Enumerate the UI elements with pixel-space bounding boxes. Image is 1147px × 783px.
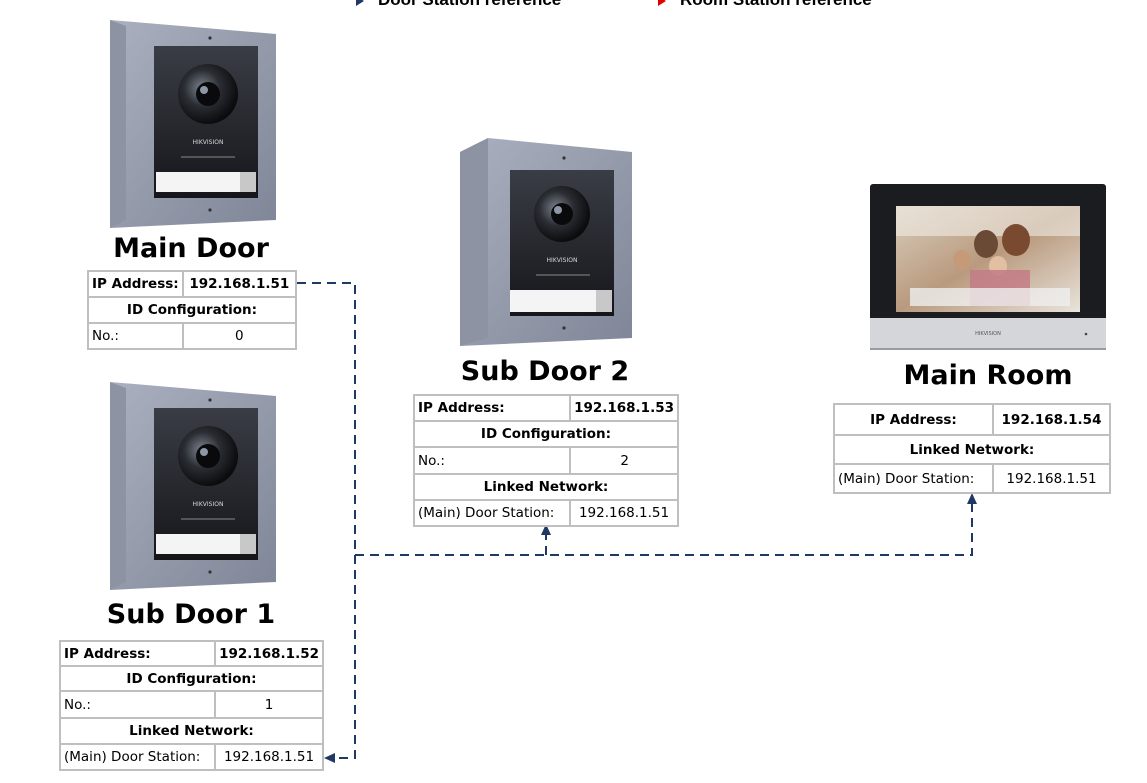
- main-door-station-label: (Main) Door Station:: [833, 463, 994, 494]
- legend-room-station-label: Room Station reference: [680, 0, 872, 9]
- main-door-table: IP Address: 192.168.1.51 ID Configuratio…: [87, 270, 298, 350]
- sub-door-2-device: HIKVISION: [458, 138, 634, 350]
- link-main-door: [297, 282, 356, 759]
- sub-door-2-title: Sub Door 2: [460, 356, 630, 387]
- main-room-device: HIKVISION: [870, 184, 1106, 352]
- main-door-title: Main Door: [113, 233, 269, 264]
- svg-text:HIKVISION: HIKVISION: [547, 257, 578, 264]
- sub-door-1-device: HIKVISION: [106, 382, 278, 592]
- link-bus: [355, 502, 973, 556]
- linked-network-label: Linked Network:: [59, 717, 324, 745]
- main-door-station-label: (Main) Door Station:: [58, 743, 217, 771]
- no-value: 0: [181, 322, 298, 350]
- ip-label: IP Address:: [833, 403, 994, 436]
- sub-door-1-table: IP Address: 192.168.1.52 ID Configuratio…: [58, 640, 324, 771]
- legend-door-station: Door Station reference: [356, 0, 561, 9]
- legend-room-station: Room Station reference: [658, 0, 872, 9]
- ip-label: IP Address:: [412, 394, 572, 422]
- id-config-label: ID Configuration:: [413, 420, 679, 448]
- linked-network-label: Linked Network:: [833, 434, 1111, 465]
- main-room-title: Main Room: [903, 360, 1073, 391]
- arrowhead-sub-door-1: [324, 753, 335, 763]
- no-value: 1: [214, 690, 324, 719]
- svg-text:HIKVISION: HIKVISION: [193, 501, 224, 508]
- svg-text:HIKVISION: HIKVISION: [975, 331, 1001, 337]
- legend-arrow-icon: [356, 0, 364, 6]
- sub-door-2-table: IP Address: 192.168.1.53 ID Configuratio…: [412, 394, 679, 527]
- id-config-label: ID Configuration:: [87, 296, 297, 324]
- svg-text:HIKVISION: HIKVISION: [193, 139, 224, 146]
- ip-value: 192.168.1.51: [181, 270, 298, 298]
- main-room-table: IP Address: 192.168.1.54 Linked Network:…: [833, 403, 1111, 494]
- main-door-station-value: 192.168.1.51: [569, 499, 679, 527]
- ip-value: 192.168.1.53: [569, 394, 679, 422]
- no-value: 2: [569, 446, 679, 475]
- main-door-station-label: (Main) Door Station:: [412, 499, 572, 527]
- main-door-device: HIKVISION: [106, 20, 278, 230]
- main-door-station-value: 192.168.1.51: [214, 743, 324, 771]
- ip-value: 192.168.1.54: [992, 403, 1111, 436]
- id-config-label: ID Configuration:: [59, 665, 324, 692]
- arrowhead-sub-door-2: [541, 524, 551, 535]
- arrowhead-main-room: [967, 493, 977, 504]
- ip-value: 192.168.1.52: [214, 640, 324, 667]
- no-label: No.:: [87, 322, 184, 350]
- linked-network-label: Linked Network:: [413, 473, 679, 501]
- no-label: No.:: [412, 446, 572, 475]
- main-door-station-value: 192.168.1.51: [992, 463, 1111, 494]
- ip-label: IP Address:: [87, 270, 184, 298]
- legend-arrow-icon: [658, 0, 666, 6]
- no-label: No.:: [58, 690, 217, 719]
- legend-door-station-label: Door Station reference: [378, 0, 561, 9]
- sub-door-1-title: Sub Door 1: [106, 599, 276, 630]
- ip-label: IP Address:: [58, 640, 217, 667]
